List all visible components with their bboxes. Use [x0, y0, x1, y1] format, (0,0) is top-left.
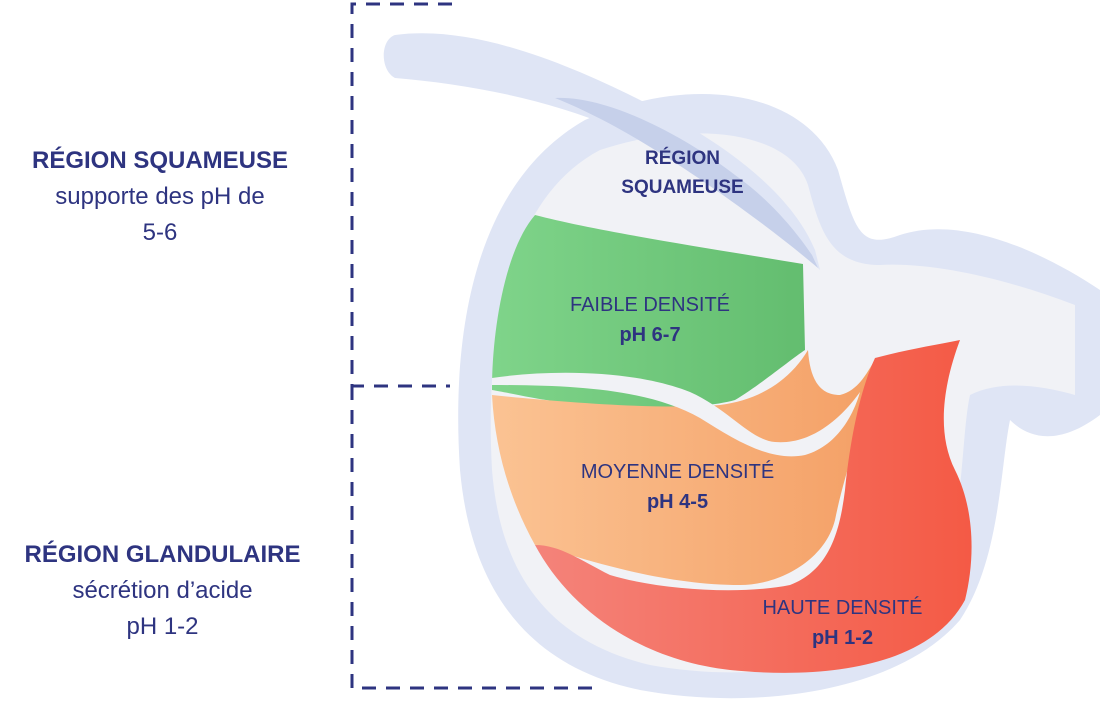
high-density-ph: pH 1-2	[811, 627, 874, 649]
high-density-zone	[535, 340, 972, 673]
low-density-ph: pH 6-7	[619, 324, 681, 346]
medium-density-name: MOYENNE DENSITÉ	[580, 461, 775, 483]
glandular-region-label: RÉGION GLANDULAIRE sécrétion d’acide pH …	[0, 537, 325, 645]
squamous-region-title: RÉGION SQUAMEUSE	[31, 147, 289, 174]
medium-density-label: MOYENNE DENSITÉ pH 4-5	[550, 457, 805, 517]
squamous-region-label: RÉGION SQUAMEUSE supporte des pH de 5-6	[0, 143, 320, 251]
glandular-bracket	[350, 386, 602, 690]
medium-density-zone	[492, 350, 875, 585]
glandular-region-desc: sécrétion d’acide	[72, 577, 253, 604]
low-density-zone	[492, 215, 805, 408]
glandular-region-title: RÉGION GLANDULAIRE	[24, 541, 301, 568]
low-density-name: FAIBLE DENSITÉ	[569, 294, 731, 316]
medium-density-ph: pH 4-5	[646, 491, 709, 513]
mucosal-fold	[492, 372, 860, 457]
high-density-name: HAUTE DENSITÉ	[762, 597, 923, 619]
squamous-region-desc: supporte des pH de	[55, 183, 265, 210]
stomach-squamous-label: RÉGION SQUAMEUSE	[621, 148, 744, 198]
glandular-region-ph: pH 1-2	[126, 613, 199, 640]
squamous-region-ph: 5-6	[142, 219, 178, 246]
low-density-label: FAIBLE DENSITÉ pH 6-7	[540, 290, 760, 350]
high-density-label: HAUTE DENSITÉ pH 1-2	[735, 593, 950, 653]
esophagus	[383, 33, 820, 271]
squamous-bracket	[350, 2, 452, 388]
